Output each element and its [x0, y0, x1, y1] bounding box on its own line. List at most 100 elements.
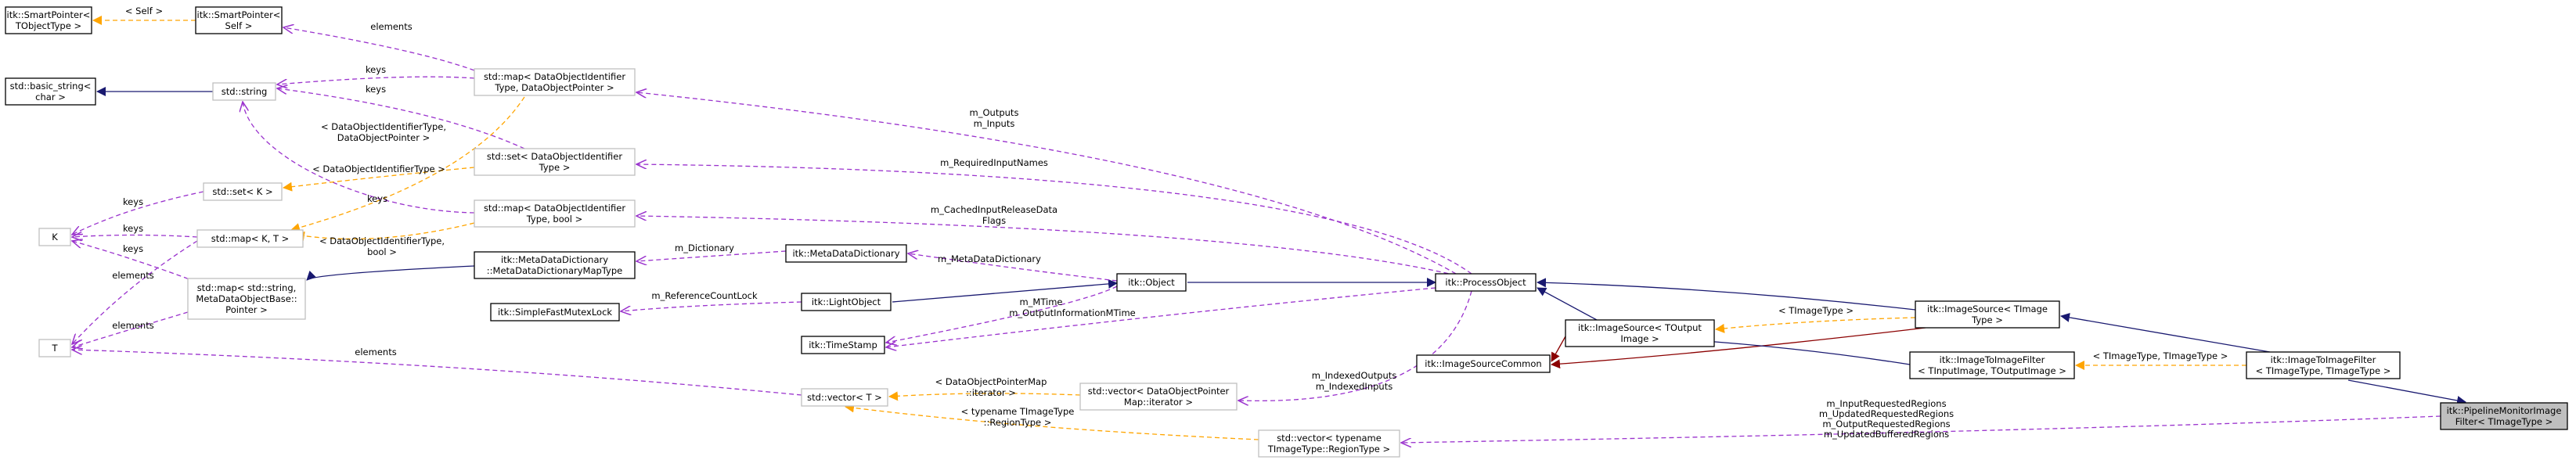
- class-node-box: [195, 6, 283, 34]
- class-node-label: K: [52, 232, 58, 242]
- edge-label: m_IndexedOutputs: [1312, 370, 1397, 381]
- edge-label: keys: [367, 193, 387, 204]
- class-node-sp-tobj[interactable]: itk::SmartPointer<TObjectType >: [5, 6, 92, 34]
- class-node-box: [801, 293, 892, 311]
- inherit-edge-itif-pmif: [2347, 379, 2466, 405]
- class-node-box: [1565, 319, 1715, 347]
- edge-label: ::iterator >: [966, 387, 1016, 398]
- class-node-box: [785, 244, 907, 263]
- class-node-basic-string[interactable]: std::basic_string<char >: [5, 77, 96, 106]
- class-node-label: std::vector< typename: [1277, 433, 1382, 444]
- class-node-label: itk::ProcessObject: [1445, 277, 1526, 288]
- class-node-vector-region[interactable]: std::vector< typenameTImageType::RegionT…: [1258, 429, 1400, 458]
- class-node-box: [474, 251, 636, 279]
- class-node-label: std::set< DataObjectIdentifier: [487, 151, 622, 162]
- class-node-itif-tin[interactable]: itk::ImageToImageFilter< TInputImage, TO…: [1909, 351, 2075, 379]
- template-edge-tmpl-region: [845, 403, 1259, 440]
- class-node-box: [1909, 351, 2075, 379]
- edge-label: < TImageType, TImageType >: [2093, 350, 2228, 361]
- class-node-mdd-maptype[interactable]: itk::MetaDataDictionary::MetaDataDiction…: [474, 251, 636, 279]
- class-node-light[interactable]: itk::LightObject: [801, 293, 892, 311]
- edge-label: keys: [123, 196, 143, 207]
- class-node-timestamp[interactable]: itk::TimeStamp: [801, 336, 885, 354]
- class-node-itif-timg[interactable]: itk::ImageToImageFilter< TImageType, TIm…: [2246, 351, 2401, 379]
- class-node-isc[interactable]: itk::ImageSourceCommon: [1416, 354, 1551, 373]
- edge-label: elements: [112, 270, 153, 281]
- edge-label: m_Inputs: [974, 118, 1015, 129]
- template-edge-tmpl-doit: [283, 167, 475, 192]
- class-node-set-k[interactable]: std::set< K >: [203, 182, 283, 201]
- class-node-box: [1258, 429, 1400, 458]
- class-node-map-kt[interactable]: std::map< K, T >: [196, 229, 304, 248]
- edge-label: keys: [123, 223, 143, 234]
- class-node-label: std::vector< T >: [807, 392, 882, 403]
- class-node-label: std::string: [222, 86, 268, 97]
- class-node-box: [474, 148, 636, 176]
- class-node-label: std::set< K >: [212, 186, 272, 197]
- class-node-label: itk::PipelineMonitorImage: [2447, 405, 2562, 416]
- edge-label: < typename TImageType: [961, 406, 1075, 417]
- class-node-map-dop[interactable]: std::map< DataObjectIdentifierType, Data…: [474, 68, 636, 96]
- usage-edge-reqnames: [636, 164, 1472, 275]
- class-node-label: itk::SmartPointer<: [7, 9, 91, 20]
- usage-edge-indexed: [1238, 290, 1472, 401]
- inherit-edge-light-obj: [892, 278, 1118, 303]
- class-node-label: itk::ImageSource< TOutput: [1578, 322, 1702, 333]
- edge-label: m_OutputRequestedRegions: [1822, 419, 1950, 429]
- edge-label: < Self >: [125, 5, 163, 16]
- class-node-label: Image >: [1620, 333, 1659, 344]
- edge-label: keys: [366, 84, 386, 95]
- usage-edge-elements-t2: [72, 311, 189, 347]
- class-node-vector-dop[interactable]: std::vector< DataObjectPointerMap::itera…: [1079, 383, 1238, 411]
- class-node-sfml[interactable]: itk::SimpleFastMutexLock: [490, 303, 620, 322]
- class-node-object[interactable]: itk::Object: [1116, 273, 1187, 292]
- class-node-label: itk::Object: [1128, 277, 1175, 288]
- class-node-k[interactable]: K: [38, 228, 71, 246]
- inherit-edge-proc-is: [1537, 287, 1598, 321]
- class-node-label: std::map< K, T >: [211, 233, 290, 244]
- class-node-box: [5, 77, 96, 106]
- class-node-map-str-mdo[interactable]: std::map< std::string,MetaDataObjectBase…: [187, 278, 306, 320]
- class-node-label: itk::MetaDataDictionary: [792, 248, 899, 259]
- class-node-label: itk::SimpleFastMutexLock: [498, 307, 612, 318]
- inherit-edge-proc-istimg: [1537, 278, 1916, 311]
- usage-edge-keys3: [243, 102, 475, 214]
- edge-label: keys: [123, 243, 143, 254]
- usage-edge-outputs: [636, 92, 1457, 275]
- usage-edge-metadict: [908, 253, 1118, 282]
- edge-label: ::RegionType >: [984, 417, 1052, 428]
- class-node-box: [1416, 354, 1551, 373]
- class-node-is-timg[interactable]: itk::ImageSource< TImageType >: [1915, 300, 2060, 329]
- edge-label: elements: [112, 320, 153, 331]
- class-node-box: [38, 339, 71, 357]
- class-node-label: Type >: [539, 162, 571, 173]
- class-node-set-doit[interactable]: std::set< DataObjectIdentifierType >: [474, 148, 636, 176]
- edge-label: DataObjectPointer >: [337, 132, 431, 143]
- class-node-box: [801, 336, 885, 354]
- class-node-label: Map::iterator >: [1124, 397, 1193, 408]
- class-node-label: itk::SmartPointer<: [197, 9, 281, 20]
- usage-edge-keys-k2: [72, 235, 198, 238]
- class-node-box: [187, 278, 306, 320]
- class-node-label: TImageType::RegionType >: [1267, 444, 1390, 454]
- class-node-map-bool[interactable]: std::map< DataObjectIdentifierType, bool…: [474, 199, 636, 228]
- edge-label: m_InputRequestedRegions: [1826, 398, 1946, 409]
- class-node-box: [474, 68, 636, 96]
- class-node-vector-t[interactable]: std::vector< T >: [801, 388, 888, 407]
- class-node-label: std::map< std::string,: [197, 282, 297, 293]
- class-node-box: [203, 182, 283, 201]
- class-node-box: [1079, 383, 1238, 411]
- class-node-label: MetaDataObjectBase::: [196, 293, 297, 304]
- usage-edge-mtime: [886, 286, 1118, 343]
- edge-label: m_OutputInformationMTime: [1009, 307, 1136, 318]
- class-node-string[interactable]: std::string: [212, 82, 276, 101]
- class-node-sp-self[interactable]: itk::SmartPointer<Self >: [195, 6, 283, 34]
- class-node-t[interactable]: T: [38, 339, 71, 357]
- class-node-label: T: [51, 343, 58, 354]
- class-node-process[interactable]: itk::ProcessObject: [1435, 273, 1537, 292]
- class-node-is-tout[interactable]: itk::ImageSource< TOutputImage >: [1565, 319, 1715, 347]
- class-node-box: [212, 82, 276, 101]
- class-node-mdd[interactable]: itk::MetaDataDictionary: [785, 244, 907, 263]
- class-node-label: itk::ImageSource< TImage: [1927, 304, 2048, 314]
